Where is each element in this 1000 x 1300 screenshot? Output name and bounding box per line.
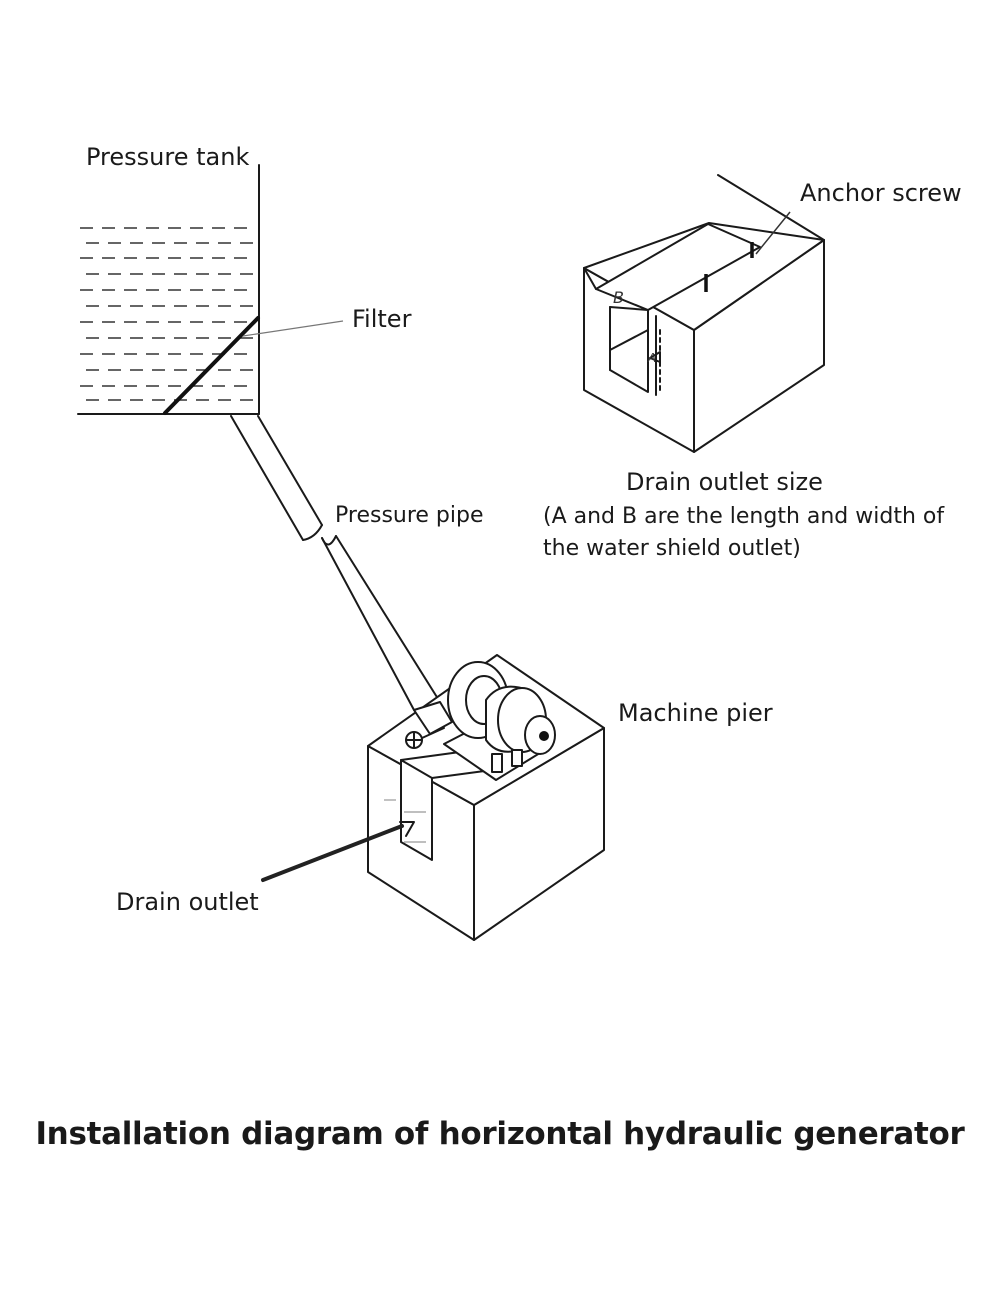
drain-outlet-note-line-2: the water shield outlet) bbox=[543, 536, 801, 561]
filter-leader-line bbox=[242, 320, 344, 337]
anchor-screw-marks bbox=[704, 242, 754, 292]
drain-outlet-leader-line bbox=[261, 824, 404, 882]
anchor-screw-leader-line bbox=[755, 211, 791, 255]
pressure-pipe bbox=[230, 415, 441, 711]
drain-outlet-box: A B bbox=[583, 174, 825, 453]
label-filter: Filter bbox=[352, 305, 412, 333]
tank-water-lines bbox=[80, 227, 256, 401]
label-pressure-pipe: Pressure pipe bbox=[335, 503, 484, 528]
generator bbox=[405, 661, 556, 781]
pressure-tank bbox=[77, 164, 260, 415]
diagram-title: Installation diagram of horizontal hydra… bbox=[35, 1116, 965, 1152]
filter-screen bbox=[163, 316, 260, 415]
dim-label-b: B bbox=[613, 288, 624, 307]
dim-label-a: A bbox=[647, 351, 656, 365]
label-pressure-tank: Pressure tank bbox=[86, 143, 250, 171]
label-drain-outlet-size: Drain outlet size bbox=[626, 468, 823, 496]
label-machine-pier: Machine pier bbox=[618, 699, 773, 727]
label-anchor-screw: Anchor screw bbox=[800, 179, 962, 207]
label-drain-outlet: Drain outlet bbox=[116, 888, 259, 916]
drain-outlet-note-line-1: (A and B are the length and width of bbox=[543, 504, 945, 529]
drain-outlet-note: (A and B are the length and width of the… bbox=[543, 501, 944, 565]
